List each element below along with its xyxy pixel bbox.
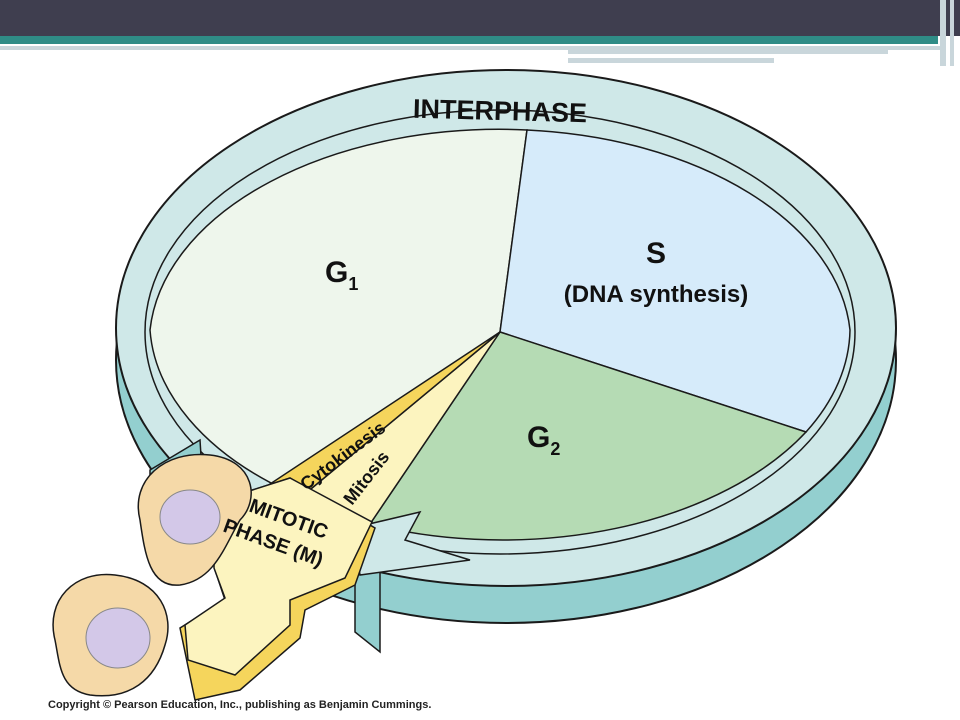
accent-bar-2 — [568, 48, 888, 54]
title-bar — [0, 0, 960, 36]
accent-bar-5 — [950, 0, 954, 66]
dividing-cell-top — [137, 453, 252, 586]
s-sector — [499, 129, 851, 433]
interphase-label: INTERPHASE — [413, 94, 588, 129]
dividing-cell-bottom — [52, 573, 169, 697]
accent-bar-1 — [0, 46, 940, 50]
accent-bar-3 — [568, 58, 774, 63]
copyright-notice: Copyright © Pearson Education, Inc., pub… — [48, 699, 432, 711]
s-detail-label: (DNA synthesis) — [564, 281, 748, 308]
accent-line — [0, 36, 938, 44]
g2-sector — [368, 331, 808, 541]
accent-bar-4 — [940, 0, 946, 66]
g2-label: G2 — [527, 421, 560, 459]
g1-sector — [149, 128, 528, 491]
s-label: S — [646, 237, 666, 270]
g1-label: G1 — [325, 256, 358, 294]
phase-sectors — [149, 128, 851, 541]
cell-cycle-diagram: INTERPHASE G1 S (DNA synthesis) G2 Cytok… — [52, 69, 897, 701]
